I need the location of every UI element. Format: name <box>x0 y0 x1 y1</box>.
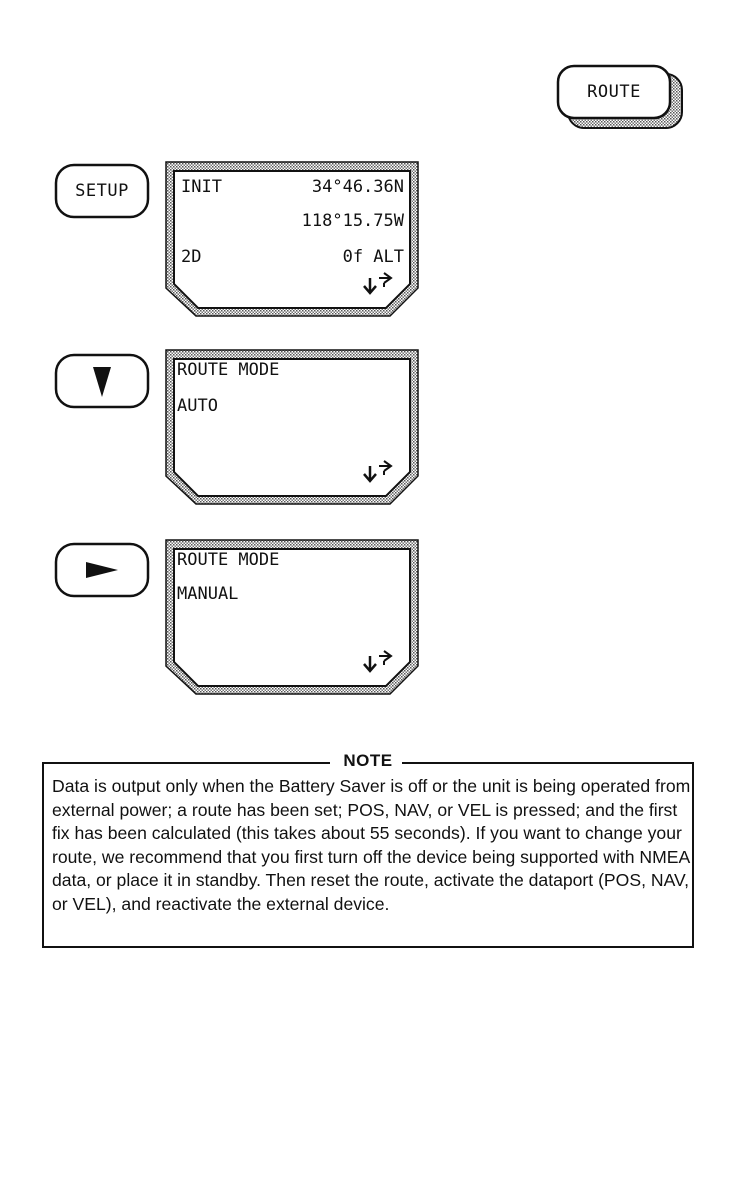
note-title: NOTE <box>343 751 393 770</box>
scroll-arrows-icon <box>363 650 393 673</box>
note-rule-left <box>42 762 330 764</box>
setup-key[interactable]: SETUP <box>54 163 150 219</box>
note-rule-right <box>402 762 694 764</box>
lcd-line1-left: ROUTE MODE <box>177 360 280 380</box>
lcd-line3-right: 0f ALT <box>342 247 404 267</box>
lcd-screen-route-auto: ROUTE MODE AUTO <box>164 348 420 506</box>
lcd-screen-init: INIT 34°46.36N 118°15.75W 2D 0f ALT <box>164 160 420 318</box>
down-triangle-icon <box>54 353 150 409</box>
right-triangle-icon <box>54 542 150 598</box>
note-box: Data is output only when the Battery Sav… <box>42 762 694 948</box>
lcd-line2-right: 118°15.75W <box>301 211 404 231</box>
note-header: NOTE <box>42 751 694 770</box>
route-key-label: ROUTE <box>587 82 641 102</box>
lcd-line1-left: INIT <box>181 177 222 197</box>
right-arrow-key[interactable] <box>54 542 150 598</box>
setup-key-shape <box>54 163 150 219</box>
scroll-arrows-icon <box>363 460 393 483</box>
route-key-shape <box>556 64 683 129</box>
route-key[interactable]: ROUTE <box>556 64 686 132</box>
lcd-line2-left: MANUAL <box>177 584 239 604</box>
scroll-arrows-icon <box>363 272 393 295</box>
lcd-line1-left: ROUTE MODE <box>177 550 280 570</box>
lcd-line3-left: 2D <box>181 247 202 267</box>
lcd-frame <box>165 161 419 317</box>
note-body: Data is output only when the Battery Sav… <box>52 776 691 914</box>
lcd-frame <box>165 349 419 505</box>
lcd-screen-route-manual: ROUTE MODE MANUAL <box>164 538 420 696</box>
lcd-line2-left: AUTO <box>177 396 218 416</box>
lcd-frame <box>165 539 419 695</box>
setup-key-label: SETUP <box>75 181 129 201</box>
down-arrow-key[interactable] <box>54 353 150 409</box>
lcd-line1-right: 34°46.36N <box>311 177 404 197</box>
